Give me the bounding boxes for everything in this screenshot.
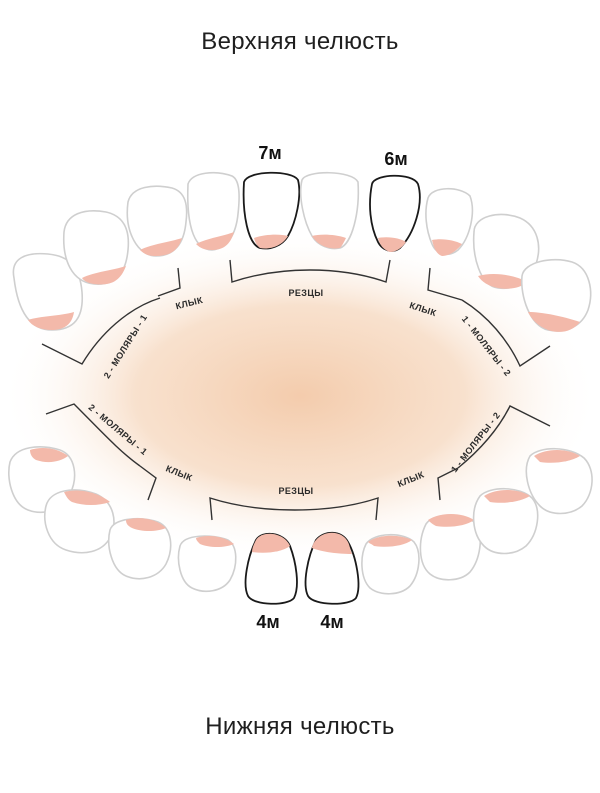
lower-jaw-title: Нижняя челюсть	[205, 713, 395, 740]
upper-incisors-bracket	[229, 259, 391, 283]
lower-central-incisor-right	[304, 531, 360, 605]
lower-canine-left-bracket	[139, 465, 157, 501]
lower-central-incisor-left	[244, 532, 298, 605]
upper-incisors-label: РЕЗЦЫ	[288, 288, 323, 298]
upper-central-incisor-right	[299, 171, 360, 250]
upper-central-incisor-left	[242, 171, 301, 250]
lower-molar-right-1	[472, 487, 539, 555]
lower-brackets	[45, 403, 551, 521]
mouth-glow	[0, 211, 600, 581]
upper-canine-right	[425, 187, 474, 256]
lower-left-age-label: 4м	[256, 612, 279, 632]
lower-right-age-label: 4м	[320, 612, 343, 632]
upper-molar-left-2	[12, 252, 83, 331]
upper-lateral-incisor-right	[369, 174, 421, 252]
upper-canine-left	[126, 185, 188, 257]
upper-lateral-incisor-left	[186, 171, 240, 251]
lower-canine-left	[108, 517, 172, 580]
lower-teeth	[8, 446, 593, 605]
lower-molars-left-bracket	[45, 403, 141, 467]
upper-molar-right-2	[520, 258, 592, 332]
upper-canine-left-bracket	[157, 267, 181, 297]
upper-canine-right-bracket	[427, 267, 463, 301]
lower-canine-right-bracket	[437, 467, 459, 501]
upper-molars-right-bracket	[461, 299, 551, 368]
upper-brackets	[41, 259, 551, 368]
lower-molar-left-1	[44, 489, 115, 554]
upper-right-age-label: 6м	[384, 149, 407, 169]
upper-left-age-label: 7м	[258, 143, 281, 163]
lower-molar-right-2	[525, 447, 593, 515]
lower-lateral-incisor-right	[361, 533, 420, 595]
lower-canine-right	[419, 514, 482, 581]
upper-molars-left-bracket	[41, 297, 161, 365]
upper-molar-left-1	[62, 210, 130, 285]
lower-lateral-incisor-left	[177, 535, 237, 593]
lower-incisors-bracket	[209, 496, 379, 521]
upper-molar-right-1	[472, 213, 540, 290]
lower-incisors-label: РЕЗЦЫ	[278, 486, 313, 496]
lower-molars-right-bracket	[457, 405, 551, 469]
upper-teeth	[12, 171, 592, 332]
upper-jaw-title: Верхняя челюсть	[201, 28, 399, 55]
